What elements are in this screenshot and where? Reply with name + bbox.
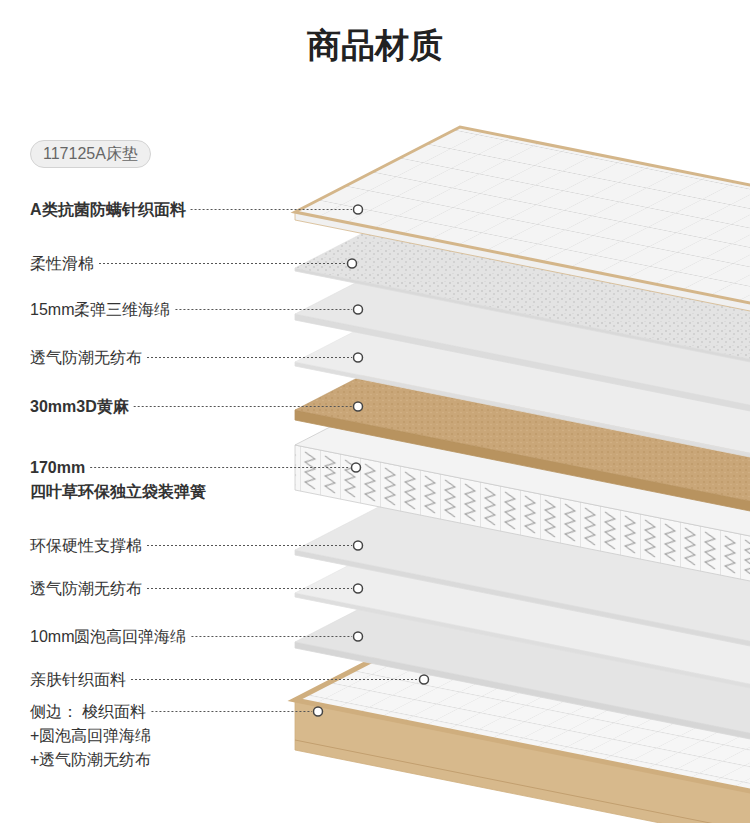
layer-label: 透气防潮无纺布: [30, 346, 142, 370]
leader-dot: [354, 402, 363, 411]
leader-dot: [420, 675, 429, 684]
leader-line: [99, 263, 346, 264]
layer-label: 15mm柔弹三维海绵: [30, 298, 170, 322]
leader-line: [191, 636, 352, 637]
leader-line: [147, 357, 352, 358]
layer-label: 侧边： 梭织面料+圆泡高回弹海绵 +透气防潮无纺布: [30, 700, 235, 772]
tag-text: 117125A床垫: [43, 143, 138, 165]
leader-dot: [314, 707, 323, 716]
leader-line: [147, 588, 352, 589]
layer-label: 170mm 四叶草环保独立袋装弹簧: [30, 456, 205, 504]
page-title: 商品材质: [0, 20, 750, 70]
leader-dot: [354, 541, 363, 550]
model-tag: 117125A床垫: [30, 140, 151, 168]
layer-label: 柔性滑棉: [30, 252, 94, 276]
leader-line: [147, 545, 352, 546]
leader-line: [131, 679, 418, 680]
leader-dot: [354, 305, 363, 314]
layer-top: [295, 127, 750, 305]
leader-line: [191, 209, 352, 210]
leader-dot: [354, 584, 363, 593]
layer-label: 环保硬性支撑棉: [30, 534, 142, 558]
leader-line: [175, 309, 352, 310]
leader-dot: [354, 205, 363, 214]
layer-label: A类抗菌防螨针织面料: [30, 198, 186, 222]
mattress-layer: [295, 127, 750, 313]
leader-dot: [348, 259, 357, 268]
leader-line: [151, 711, 312, 712]
layer-label: 10mm圆泡高回弹海绵: [30, 625, 186, 649]
layer-label: 30mm3D黄麻: [30, 395, 129, 419]
layer-label: 透气防潮无纺布: [30, 577, 142, 601]
leader-line: [90, 467, 350, 468]
layer-label: 亲肤针织面料: [30, 668, 126, 692]
leader-line: [134, 406, 352, 407]
leader-dot: [352, 463, 361, 472]
base-seam: [295, 740, 750, 823]
leader-dot: [354, 632, 363, 641]
leader-dot: [354, 353, 363, 362]
